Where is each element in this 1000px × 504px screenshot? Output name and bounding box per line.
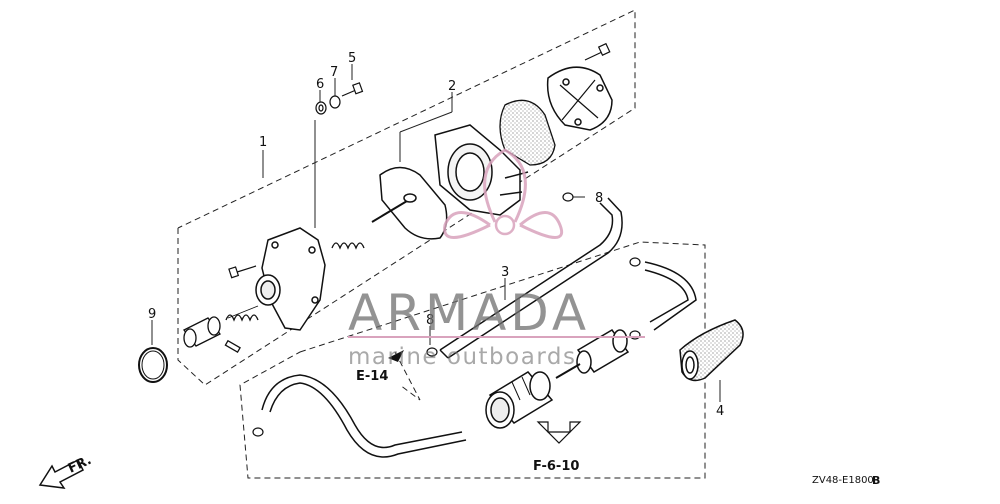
pump-upper-body <box>434 124 529 216</box>
strainer-part <box>485 371 554 429</box>
callout-8-upper: 8 <box>595 191 603 206</box>
hose-clip-part <box>252 192 641 437</box>
callout-7: 7 <box>330 65 338 80</box>
diagram-code-suffix: B <box>872 474 880 487</box>
spring-upper-part <box>331 242 365 250</box>
filter-sleeve-part <box>679 319 744 382</box>
diagram-code: ZV48-E1800 <box>812 475 874 486</box>
diaphragm-part <box>371 166 448 240</box>
bolt-left-part <box>228 265 257 279</box>
watermark-logo-icon <box>443 148 563 239</box>
filter-hose-part <box>644 261 697 331</box>
pump-lower-body <box>255 227 326 331</box>
lock-washer-part <box>329 95 341 109</box>
gasket-part <box>499 99 556 166</box>
callout-9: 9 <box>148 307 156 322</box>
assembly-outline <box>177 9 636 386</box>
watermark-brand: ARMADA <box>348 284 590 342</box>
spring-lower-part <box>225 305 259 322</box>
callout-1: 1 <box>259 135 267 150</box>
cover-part <box>546 66 613 131</box>
screw-part <box>341 82 364 97</box>
callout-2: 2 <box>448 79 456 94</box>
fr-direction-arrow-icon <box>38 458 85 489</box>
reference-f610: F-6-10 <box>533 459 579 474</box>
pin-part <box>224 339 241 353</box>
washer-part <box>315 101 327 115</box>
inline-filter-part <box>555 329 630 379</box>
direction-label: FR. <box>66 453 94 477</box>
bolt-top-part <box>584 42 611 61</box>
o-ring-part <box>138 347 168 383</box>
callout-6: 6 <box>316 77 324 92</box>
callout-3: 3 <box>501 265 509 280</box>
watermark-tagline: marine outboards <box>348 344 576 370</box>
collar-part <box>183 316 221 348</box>
callout-4: 4 <box>716 404 724 419</box>
f610-arrow-icon <box>536 421 582 444</box>
lower-hose-part <box>261 374 467 458</box>
e14-arrow-icon <box>388 350 404 362</box>
hose-group-outline <box>239 241 706 479</box>
callout-8-lower: 8 <box>426 313 434 328</box>
fuel-tube-part <box>439 197 623 359</box>
reference-e14: E-14 <box>356 369 388 384</box>
callout-5: 5 <box>348 51 356 66</box>
